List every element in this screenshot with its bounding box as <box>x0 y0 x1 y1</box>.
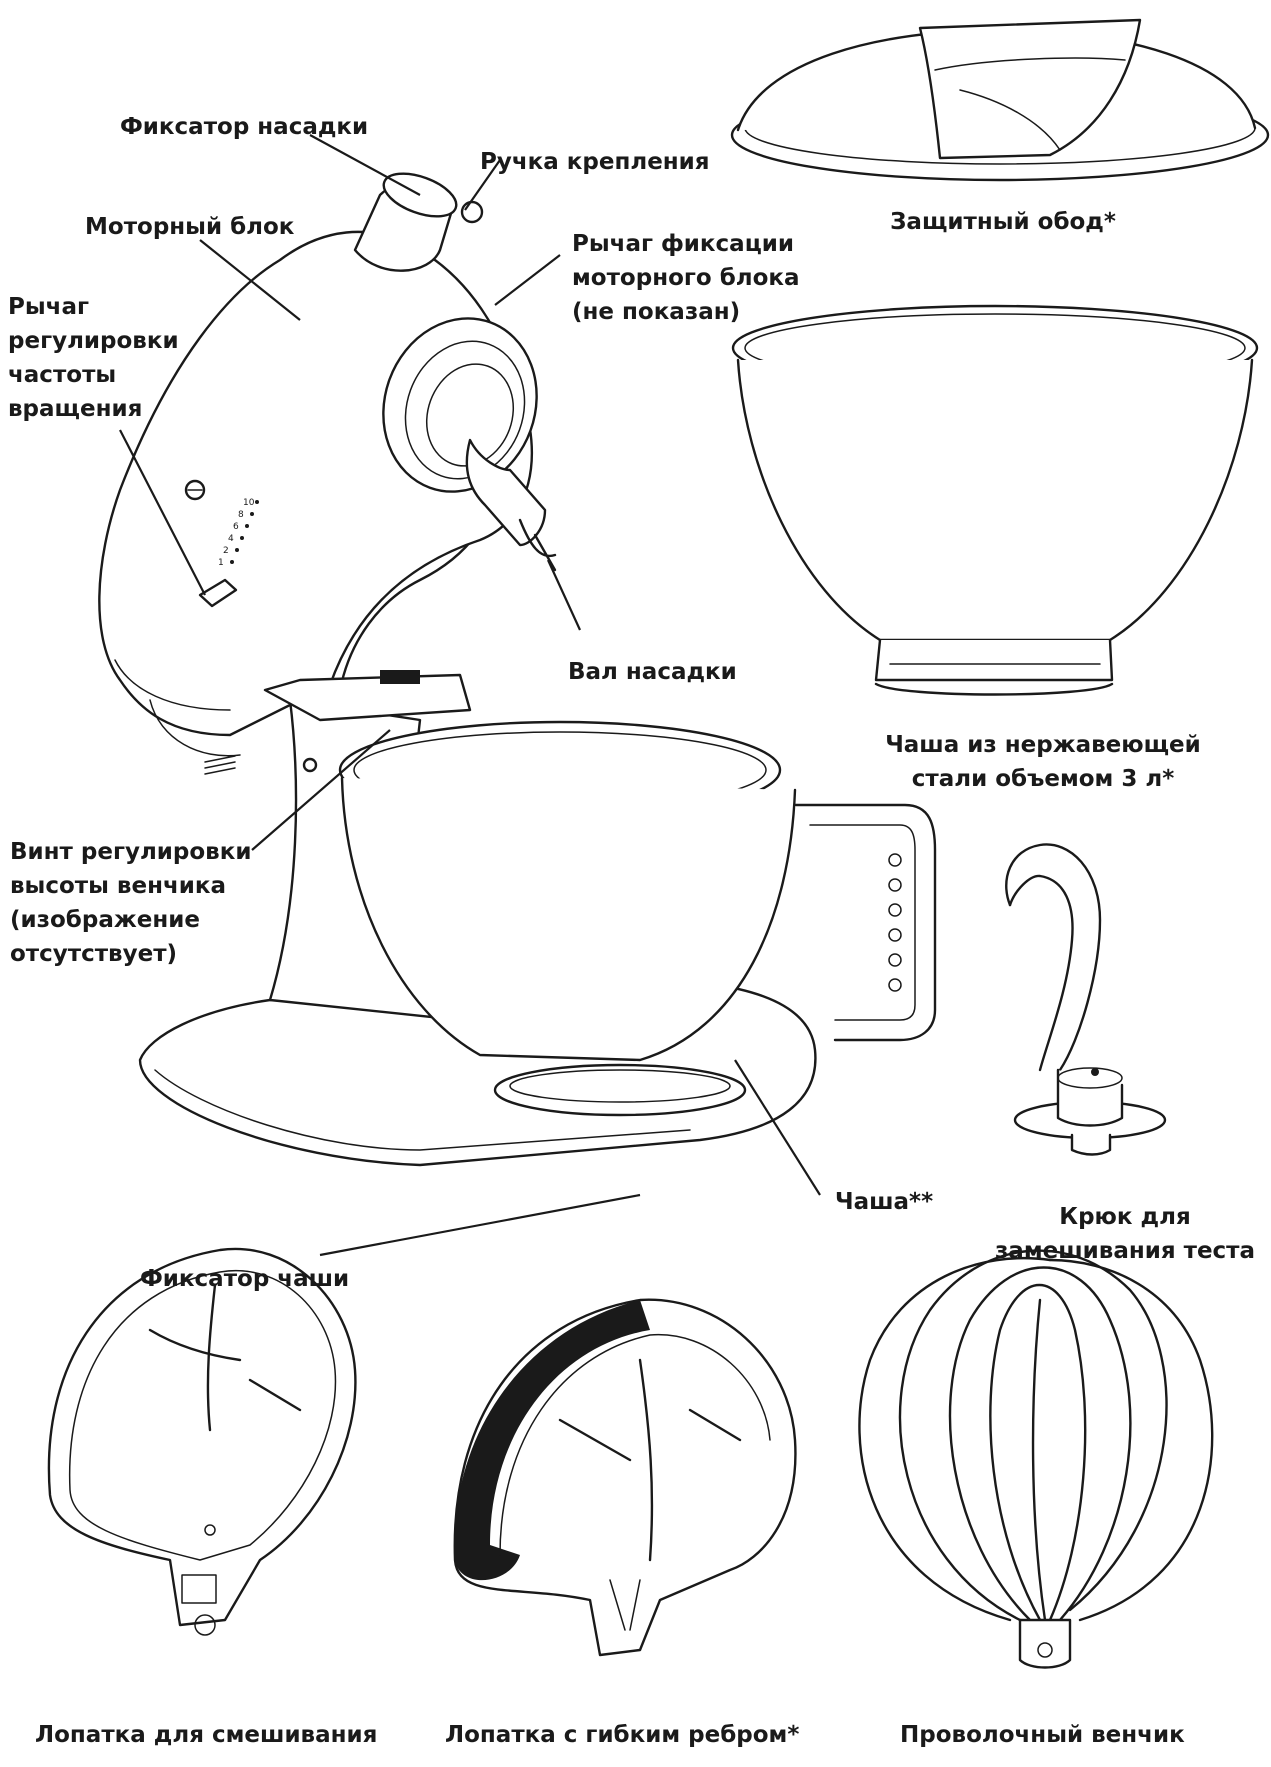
wire-whip-drawing <box>858 1249 1214 1669</box>
label-steel-bowl-line-2: стали объемом 3 л* <box>911 766 1175 792</box>
speed-mark-4: 4 <box>228 534 234 544</box>
flat-beater-drawing <box>47 1247 357 1636</box>
speed-mark-1: 1 <box>218 558 224 568</box>
label-dough-hook-line-1: Крюк для <box>1059 1204 1191 1230</box>
label-height-screw-line-4: отсутствует) <box>10 941 178 967</box>
label-head-lock-lever-line-3: (не показан) <box>572 299 741 325</box>
label-bowl: Чаша** <box>835 1189 934 1215</box>
dough-hook-drawing <box>1005 843 1167 1156</box>
label-motor-head: Моторный блок <box>85 214 295 240</box>
speed-mark-2: 2 <box>223 546 229 556</box>
label-bowl-lock: Фиксатор чаши <box>140 1266 350 1292</box>
label-attachment-knob: Ручка крепления <box>480 149 710 175</box>
stand-mixer-drawing: 1 2 4 6 8 10 <box>98 172 937 1167</box>
label-steel-bowl: Чаша из нержавеющей стали объемом 3 л* <box>868 728 1218 796</box>
label-dough-hook: Крюк для замешивания теста <box>985 1200 1265 1268</box>
label-head-lock-lever-line-2: моторного блока <box>572 265 800 291</box>
label-pouring-shield: Защитный обод* <box>890 209 1116 235</box>
flex-beater-drawing <box>453 1298 797 1657</box>
label-speed-lever-line-1: Рычаг <box>8 294 89 320</box>
label-head-lock-lever: Рычаг фиксации моторного блока (не показ… <box>572 227 800 329</box>
speed-marks: 1 2 4 6 8 10 <box>218 498 259 568</box>
label-steel-bowl-line-1: Чаша из нержавеющей <box>885 732 1201 758</box>
leader-lines <box>119 134 821 1257</box>
label-wire-whip: Проволочный венчик <box>900 1722 1185 1748</box>
label-attachment-shaft: Вал насадки <box>568 659 737 685</box>
label-attachment-lock: Фиксатор насадки <box>120 114 369 140</box>
label-flex-beater: Лопатка с гибким ребром* <box>445 1722 800 1748</box>
pouring-shield-drawing <box>730 18 1270 182</box>
label-flat-beater: Лопатка для смешивания <box>35 1722 378 1748</box>
label-height-screw-line-2: высоты венчика <box>10 873 227 899</box>
speed-mark-6: 6 <box>233 522 239 532</box>
label-speed-lever-line-3: частоты <box>8 362 117 388</box>
label-head-lock-lever-line-1: Рычаг фиксации <box>572 231 794 257</box>
label-dough-hook-line-2: замешивания теста <box>994 1238 1256 1264</box>
label-height-screw: Винт регулировки высоты венчика (изображ… <box>10 835 251 971</box>
label-height-screw-line-1: Винт регулировки <box>10 839 252 865</box>
label-speed-lever: Рычаг регулировки частоты вращения <box>8 290 179 426</box>
speed-mark-8: 8 <box>238 510 244 520</box>
label-height-screw-line-3: (изображение <box>10 907 200 933</box>
steel-bowl-drawing <box>731 304 1259 696</box>
label-speed-lever-line-4: вращения <box>8 396 143 422</box>
speed-mark-10: 10 <box>243 498 255 508</box>
label-speed-lever-line-2: регулировки <box>8 328 179 354</box>
